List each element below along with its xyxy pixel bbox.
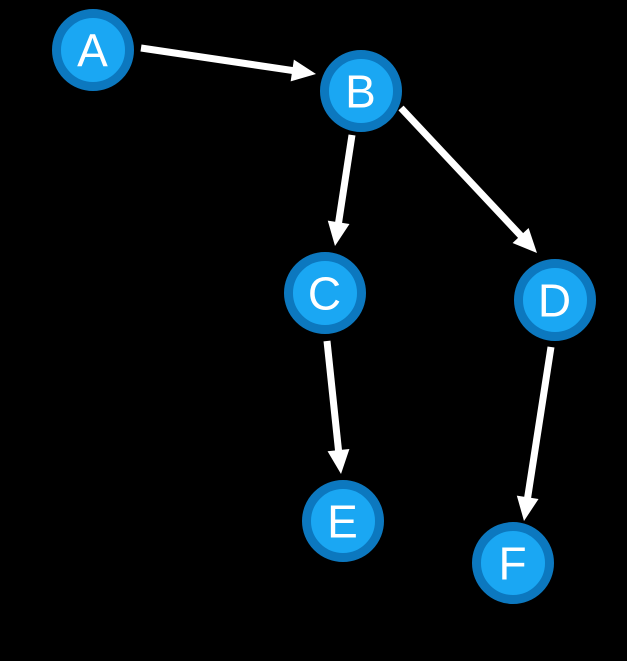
edge-line [334,134,356,227]
edge-line [140,44,297,75]
node-E[interactable]: E [302,480,384,562]
arrowhead-icon [327,220,350,246]
node-circle[interactable] [302,480,384,562]
node-circle[interactable] [284,252,366,334]
node-C[interactable]: C [284,252,366,334]
edge-C-E [323,340,350,474]
node-label: E [327,496,359,548]
node-label: A [77,25,109,77]
edge-D-F [516,346,555,521]
node-D[interactable]: D [514,259,596,341]
edge-B-D [398,105,537,253]
node-circle[interactable] [320,50,402,132]
node-label: C [308,268,342,320]
node-label: B [345,66,377,118]
arrowhead-icon [516,495,539,521]
node-circle[interactable] [514,259,596,341]
edge-line [398,105,526,241]
edges-layer [140,44,555,521]
arrowhead-icon [290,59,316,82]
arrowhead-icon [512,227,537,253]
node-A[interactable]: A [52,9,134,91]
node-label: F [498,538,527,590]
edge-line [323,340,343,455]
edge-line [523,346,555,502]
node-B[interactable]: B [320,50,402,132]
edge-A-B [140,44,316,82]
node-circle[interactable] [472,522,554,604]
node-circle[interactable] [52,9,134,91]
node-label: D [538,275,572,327]
edge-B-C [327,134,356,246]
node-F[interactable]: F [472,522,554,604]
nodes-layer: A B C D E F [52,9,596,604]
arrowhead-icon [327,448,350,474]
